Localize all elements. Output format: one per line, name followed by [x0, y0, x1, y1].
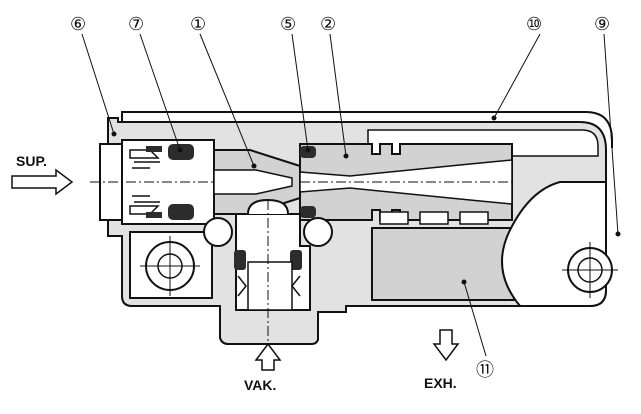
- leader-dots: [111, 115, 621, 285]
- callout-5: ⑤: [280, 14, 296, 34]
- callout-6: ⑥: [70, 14, 86, 34]
- diffuser-bore: [299, 159, 513, 205]
- leader-11: [463, 281, 487, 357]
- callout-9: ⑨: [594, 14, 610, 34]
- left-mount: [129, 231, 213, 299]
- supply-seal-clip-top: [146, 146, 162, 152]
- leader-6: [81, 33, 115, 135]
- vacuum-collet: [247, 261, 293, 311]
- silencer-slot-2: [419, 211, 449, 225]
- supply-arrow: [11, 168, 74, 196]
- leader-2: [329, 33, 347, 157]
- supply-fitting: [90, 139, 220, 225]
- vacuum-chamber-right: [303, 217, 333, 247]
- exhaust-label: EXH.: [424, 375, 457, 391]
- vacuum-seal-left: [234, 250, 246, 270]
- nozzle-bore: [213, 169, 293, 195]
- leader-10: [493, 33, 541, 119]
- vacuum-fitting: [203, 198, 333, 350]
- collet-teeth-bottom: [129, 195, 160, 215]
- vacuum-arrow: [254, 342, 282, 371]
- supply-label: SUP.: [16, 153, 47, 169]
- top-cover: [121, 111, 613, 148]
- callout-2: ②: [320, 14, 336, 34]
- vacuum-chamber-left: [203, 217, 233, 247]
- leader-lines: [81, 33, 619, 357]
- diffuser-oring-bottom: [300, 206, 316, 218]
- exhaust-arrow: [432, 329, 460, 362]
- collet-teeth-top: [129, 149, 160, 169]
- supply-seal-clip-bottom: [146, 212, 162, 218]
- leader-5: [291, 33, 309, 151]
- nozzle: [213, 149, 301, 215]
- diffuser: [299, 143, 513, 221]
- leader-7: [139, 33, 181, 151]
- silencer-block: [371, 227, 515, 301]
- silencer-slot-3: [459, 211, 489, 225]
- callout-7: ⑦: [128, 14, 144, 34]
- end-cover: [501, 181, 618, 307]
- vacuum-label: VAK.: [244, 377, 276, 393]
- vacuum-collet-teeth: [237, 275, 301, 297]
- leader-1: [199, 33, 255, 167]
- vacuum-seal-right: [290, 250, 302, 270]
- callout-11: ⑪: [476, 360, 494, 380]
- silencer-slot-1: [379, 211, 409, 225]
- leader-9: [603, 33, 619, 235]
- callout-10: ⑩: [526, 14, 542, 34]
- callout-1: ①: [190, 14, 206, 34]
- supply-seal-bottom: [168, 204, 194, 220]
